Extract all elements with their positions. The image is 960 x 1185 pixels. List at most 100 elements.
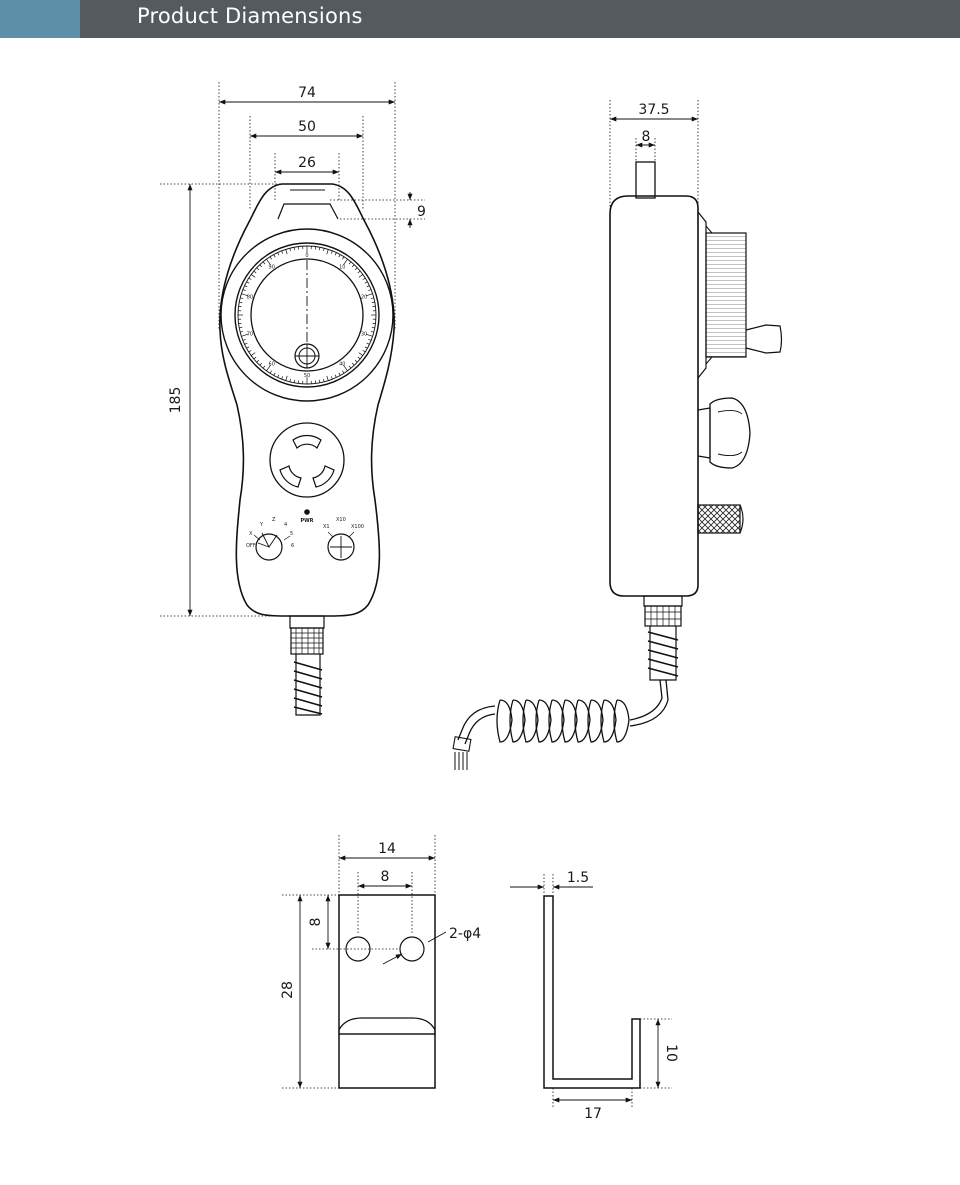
dial-tick bbox=[338, 372, 341, 376]
dial-tick bbox=[244, 285, 248, 288]
dial-tick bbox=[266, 258, 271, 266]
dial-tick bbox=[357, 270, 361, 274]
axis-label-off: OFF bbox=[246, 543, 256, 549]
dial-tick bbox=[244, 342, 248, 345]
pwr-label: PWR bbox=[300, 518, 313, 524]
cable-coil bbox=[496, 699, 513, 743]
dim-bracket-hook-height: 10 bbox=[663, 1044, 679, 1062]
dial-tick bbox=[242, 338, 246, 341]
cable-coil bbox=[613, 699, 630, 743]
dial-tick bbox=[241, 333, 249, 337]
side-view bbox=[452, 100, 783, 770]
dim-side-depth: 37.5 bbox=[638, 102, 669, 118]
dial-tick bbox=[343, 364, 348, 372]
dial-tick bbox=[323, 378, 325, 382]
dial-tick bbox=[241, 293, 249, 297]
dim-mid-width: 50 bbox=[298, 119, 316, 135]
dial-number: 0 bbox=[305, 253, 308, 259]
dial-tick bbox=[269, 256, 272, 260]
dial-tick bbox=[323, 248, 325, 252]
handwheel-face bbox=[250, 258, 364, 372]
dial-number: 40 bbox=[339, 362, 345, 368]
cable-coil bbox=[561, 699, 578, 743]
dial-tick bbox=[364, 281, 368, 284]
dim-bracket-hole-offset: 8 bbox=[308, 918, 324, 927]
dial-tick bbox=[326, 375, 329, 381]
dial-tick bbox=[253, 356, 257, 360]
dial-tick bbox=[246, 281, 250, 284]
cable-coils bbox=[496, 699, 630, 743]
power-led bbox=[304, 509, 310, 515]
dial-number: 20 bbox=[361, 294, 367, 300]
dim-overall-width: 74 bbox=[298, 85, 316, 101]
dial-tick bbox=[354, 359, 358, 363]
dial-tick bbox=[357, 356, 361, 360]
cable-coil bbox=[600, 699, 617, 743]
axis-label-6: 6 bbox=[291, 543, 294, 549]
dial-tick bbox=[250, 352, 256, 356]
dial-number: 50 bbox=[304, 373, 310, 379]
axis-label-z: Z bbox=[272, 517, 276, 523]
axis-label-4: 4 bbox=[284, 522, 287, 528]
side-handwheel bbox=[705, 232, 747, 358]
dial-tick bbox=[358, 352, 364, 356]
header-accent bbox=[0, 0, 80, 38]
dial-tick bbox=[343, 258, 348, 266]
dial-tick bbox=[246, 346, 250, 349]
cable-coil bbox=[522, 699, 539, 743]
dial-tick bbox=[269, 370, 272, 374]
axis-label-5: 5 bbox=[290, 531, 293, 537]
dial-tick bbox=[253, 270, 257, 274]
dim-side-shaft: 8 bbox=[642, 129, 651, 145]
dial-tick bbox=[281, 376, 284, 380]
dim-top-depth: 9 bbox=[417, 204, 426, 220]
dial-tick bbox=[289, 378, 291, 382]
dial-tick bbox=[256, 267, 260, 271]
dial-tick bbox=[366, 342, 370, 345]
dial-tick bbox=[259, 362, 263, 366]
dial-tick bbox=[334, 252, 337, 256]
bracket-hook-profile bbox=[543, 895, 641, 1089]
side-selector bbox=[697, 504, 741, 534]
side-body bbox=[609, 195, 699, 597]
bracket-front-view bbox=[282, 835, 447, 1089]
front-extension-lines bbox=[160, 82, 425, 617]
dial-ticks bbox=[238, 246, 376, 384]
dial-tick bbox=[370, 297, 374, 299]
dial-tick bbox=[326, 249, 329, 255]
dial-tick bbox=[250, 274, 256, 278]
dial-tick bbox=[371, 301, 375, 303]
dial-tick bbox=[358, 274, 364, 278]
axis-label-y: Y bbox=[259, 522, 264, 528]
dial-tick bbox=[293, 247, 295, 251]
dial-tick bbox=[362, 350, 366, 353]
step-label-x1: X1 bbox=[323, 524, 330, 530]
cable-coil bbox=[587, 699, 604, 743]
dial-tick bbox=[351, 264, 355, 268]
side-shaft bbox=[635, 161, 656, 199]
dial-tick bbox=[371, 327, 375, 329]
dial-tick bbox=[242, 289, 246, 292]
dial-tick bbox=[277, 252, 280, 256]
dial-tick bbox=[262, 261, 266, 265]
bracket-hole-right bbox=[399, 936, 425, 962]
section-header: Product Diamensions bbox=[0, 0, 960, 38]
emergency-stop-button bbox=[279, 434, 335, 488]
dim-bracket-width: 14 bbox=[378, 841, 396, 857]
dial-tick bbox=[330, 250, 333, 254]
dial-tick bbox=[368, 338, 372, 341]
dial-number: 90 bbox=[269, 264, 275, 270]
dial-tick bbox=[239, 301, 243, 303]
dial-tick bbox=[362, 277, 366, 280]
cable-coil bbox=[509, 699, 526, 743]
dial-tick bbox=[366, 285, 370, 288]
emergency-stop-housing bbox=[269, 422, 345, 498]
handwheel-graduated-ring bbox=[234, 242, 380, 388]
side-handwheel-knob bbox=[745, 324, 783, 354]
dim-height: 185 bbox=[168, 387, 184, 414]
dim-bracket-hook-depth: 17 bbox=[584, 1106, 602, 1122]
dial-tick bbox=[285, 249, 288, 255]
front-view bbox=[160, 82, 425, 716]
dim-bracket-hole-spacing: 8 bbox=[381, 869, 390, 885]
